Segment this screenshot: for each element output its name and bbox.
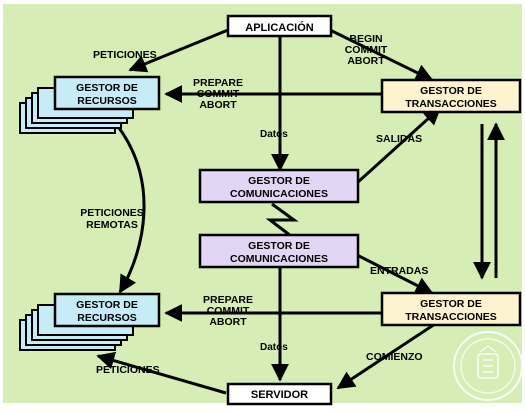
transaction-top-line1: GESTOR DE <box>420 85 482 97</box>
comm-top-line1: GESTOR DE <box>248 175 310 187</box>
network-link-icon <box>265 202 299 238</box>
transaction-top-line2: TRANSACCIONES <box>405 98 497 110</box>
label-commit-bottom: COMMIT <box>207 305 250 317</box>
label-peticiones-remotas-1: PETICIONES <box>80 207 144 219</box>
servidor-label: SERVIDOR <box>251 389 308 401</box>
label-abort-bottom: ABORT <box>209 316 247 328</box>
servidor-box: SERVIDOR <box>226 382 333 406</box>
label-peticiones-top: PETICIONES <box>93 49 157 61</box>
label-datos-top: Datos <box>260 129 288 140</box>
resource-manager-bottom: GESTOR DE RECURSOS <box>19 292 161 351</box>
aplicacion-box: APLICACIÓN <box>226 14 333 38</box>
comm-bottom-line1: GESTOR DE <box>248 240 310 252</box>
label-peticiones-bottom: PETICIONES <box>96 364 160 376</box>
transaction-bottom-line2: TRANSACCIONES <box>405 311 497 323</box>
label-prepare-top: PREPARE <box>193 77 243 89</box>
arrow-peticiones-remotas <box>114 123 146 294</box>
label-abort-top: ABORT <box>199 99 237 111</box>
arrow-begin-commit-abort <box>329 28 434 82</box>
edge-labels: PETICIONES BEGIN COMMIT ABORT PREPARE CO… <box>80 33 428 376</box>
university-seal-icon <box>453 331 523 401</box>
label-prepare-bottom: PREPARE <box>203 294 253 306</box>
arrow-peticiones-bottom <box>96 351 227 395</box>
resource-bottom-line1: GESTOR DE <box>76 299 138 311</box>
label-datos-bottom: Datos <box>260 342 288 353</box>
resource-manager-top: GESTOR DE RECURSOS <box>19 75 161 134</box>
transaction-manager-top: GESTOR DE TRANSACCIONES <box>380 78 522 114</box>
comm-bottom-line2: COMUNICACIONES <box>230 253 328 265</box>
label-abort-1: ABORT <box>347 55 385 67</box>
resource-bottom-line2: RECURSOS <box>77 312 137 324</box>
arrow-peticiones-top <box>128 28 229 73</box>
comm-top-line2: COMUNICACIONES <box>230 188 328 200</box>
transaction-bottom-line1: GESTOR DE <box>420 298 482 310</box>
aplicacion-label: APLICACIÓN <box>245 21 314 34</box>
communication-manager-top: GESTOR DE COMUNICACIONES <box>198 168 360 204</box>
label-commit-top: COMMIT <box>197 88 240 100</box>
label-begin: BEGIN <box>349 33 382 45</box>
resource-top-line1: GESTOR DE <box>76 82 138 94</box>
arrow-comienzo <box>336 320 439 390</box>
arrow-entradas <box>354 252 434 295</box>
transaction-manager-bottom: GESTOR DE TRANSACCIONES <box>380 291 522 327</box>
label-entradas: ENTRADAS <box>370 265 428 277</box>
label-commit-1: COMMIT <box>345 44 388 56</box>
resource-top-line2: RECURSOS <box>77 95 137 107</box>
label-peticiones-remotas-2: REMOTAS <box>86 219 138 231</box>
label-comienzo: COMIENZO <box>366 351 423 363</box>
arrow-salidas <box>356 106 442 184</box>
label-salidas: SALIDAS <box>376 133 422 145</box>
communication-manager-bottom: GESTOR DE COMUNICACIONES <box>198 233 360 269</box>
connectors <box>96 28 505 395</box>
